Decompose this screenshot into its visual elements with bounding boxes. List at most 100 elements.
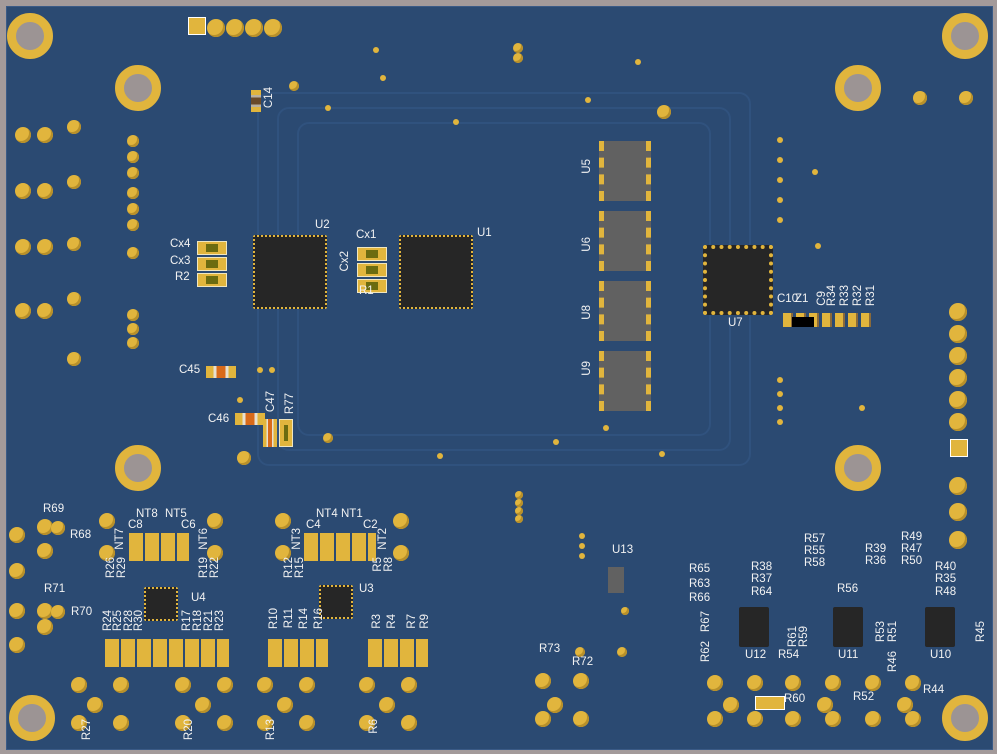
through-hole-pad [51,605,65,619]
mounting-hole [115,65,161,111]
silkscreen-label-nt4: NT4 [316,508,338,520]
ic-u3 [319,585,353,619]
through-hole-pad [9,527,25,543]
through-hole-pad [37,543,53,559]
through-hole-pad [67,175,81,189]
through-hole-pad [127,187,139,199]
silkscreen-label-c4: C4 [306,519,321,531]
via [777,391,783,397]
through-hole-pad [37,239,53,255]
mounting-hole [942,695,988,741]
silkscreen-label-r71: R71 [44,583,66,595]
through-hole-pad [379,697,395,713]
through-hole-pad [707,711,723,727]
via [579,553,585,559]
silkscreen-label-cx4: Cx4 [170,238,191,250]
through-hole-pad [785,675,801,691]
resistor-array-u4 [105,639,229,667]
via [373,47,379,53]
silkscreen-label-r37: R37 [751,573,773,585]
through-hole-pad [905,711,921,727]
via [777,157,783,163]
zener-z1 [792,317,814,327]
silkscreen-label-r60: R60 [784,693,806,705]
via [777,137,783,143]
mounting-hole [7,13,53,59]
via [777,177,783,183]
silkscreen-label-r13: R13 [265,719,277,741]
silkscreen-label-r48: R48 [935,586,957,598]
through-hole-pad [393,545,409,561]
silkscreen-label-cx3: Cx3 [170,255,191,267]
via [777,217,783,223]
silkscreen-label-r1: R1 [359,285,374,297]
silkscreen-label-c46: C46 [208,413,230,425]
silkscreen-label-r6: R6 [368,719,380,734]
through-hole-pad [67,237,81,251]
through-hole-pad [515,515,523,523]
silkscreen-label-c45: C45 [179,364,201,376]
through-hole-pad [127,247,139,259]
via [777,377,783,383]
res-r77 [279,419,293,447]
through-hole-pad [905,675,921,691]
via [635,59,641,65]
mounting-hole [942,13,988,59]
silkscreen-label-r8: R8 [383,557,395,572]
silkscreen-label-r31: R31 [865,285,877,307]
silkscreen-label-c47: C47 [265,391,277,413]
silkscreen-label-r39: R39 [865,543,887,555]
through-hole-pad [127,323,139,335]
through-hole-pad [535,711,551,727]
silkscreen-label-r77: R77 [284,393,296,415]
through-hole-pad [747,711,763,727]
through-hole-pad [207,545,223,561]
silkscreen-label-r53: R53 [875,621,887,643]
through-hole-pad [949,303,967,321]
through-hole-pad [127,135,139,147]
silkscreen-label-r15: R15 [294,557,306,579]
silkscreen-label-r45: R45 [975,621,987,643]
via [553,439,559,445]
silkscreen-label-r44: R44 [923,684,945,696]
silkscreen-label-r23: R23 [214,610,226,632]
through-hole-pad [299,715,315,731]
through-hole-pad [207,19,225,37]
via [812,169,818,175]
silkscreen-label-r7: R7 [406,614,418,629]
through-hole-pad [949,391,967,409]
silkscreen-label-r52: R52 [853,691,875,703]
through-hole-pad [99,513,115,529]
cap-cx2 [357,263,387,277]
through-hole-pad [15,183,31,199]
silkscreen-label-r34: R34 [826,285,838,307]
via [603,425,609,431]
through-hole-pad [323,433,333,443]
through-hole-pad [817,697,833,713]
through-hole-pad [113,677,129,693]
silkscreen-label-nt5: NT5 [165,508,187,520]
silkscreen-label-nt6: NT6 [198,528,210,550]
resistor-array-u3a [268,639,328,667]
through-hole-pad [37,127,53,143]
silkscreen-label-u12: U12 [745,649,767,661]
through-hole-pad [657,105,671,119]
silkscreen-label-r35: R35 [935,573,957,585]
via [453,119,459,125]
ic-u8 [599,281,651,341]
ic-u13 [608,567,624,593]
silkscreen-label-r56: R56 [837,583,859,595]
ic-u11 [833,607,863,647]
through-hole-pad [535,673,551,689]
through-hole-pad [825,675,841,691]
through-hole-pad [949,531,967,549]
via [579,533,585,539]
ic-u10 [925,607,955,647]
silkscreen-label-r46: R46 [887,651,899,673]
silkscreen-label-r59: R59 [798,626,810,648]
through-hole-pad [67,120,81,134]
through-hole-pad [71,715,87,731]
via [859,405,865,411]
silkscreen-label-r2: R2 [175,271,190,283]
silkscreen-label-r64: R64 [751,586,773,598]
